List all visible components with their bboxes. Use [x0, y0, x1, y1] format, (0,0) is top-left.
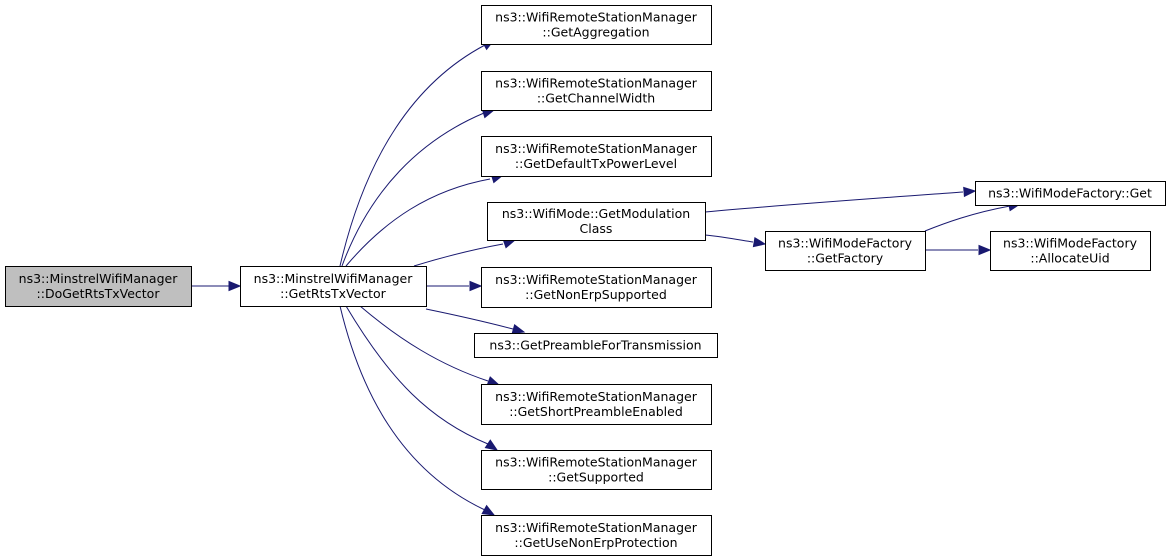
edge-getRtsTxVector-to-getAggregation: [339, 39, 496, 267]
node-box: [5, 266, 192, 307]
node-label-line: ::GetFactory: [807, 251, 884, 266]
node-box: [765, 231, 926, 271]
edge-line: [704, 234, 754, 243]
node-label-line: ns3::WifiRemoteStationManager: [495, 272, 698, 287]
node-label-line: ::GetUseNonErpProtection: [514, 535, 677, 550]
node-box: [481, 384, 712, 425]
node-box: [240, 266, 427, 307]
node-label-line: ns3::WifiModeFactory: [1003, 236, 1138, 251]
node-label-line: ::GetChannelWidth: [537, 91, 655, 106]
edge-getRtsTxVector-to-getModulationClass: [413, 238, 517, 267]
edge-line: [339, 305, 486, 511]
edge-line: [359, 305, 489, 382]
node-label-line: ::GetNonErpSupported: [525, 287, 667, 302]
node-getShortPreambleEnabled[interactable]: ns3::WifiRemoteStationManager::GetShortP…: [481, 384, 712, 425]
edge-arrowhead: [481, 504, 496, 516]
node-box: [487, 202, 706, 241]
node-box: [481, 71, 712, 111]
node-getNonErpSupported[interactable]: ns3::WifiRemoteStationManager::GetNonErp…: [481, 267, 712, 308]
node-getFactory[interactable]: ns3::WifiModeFactory::GetFactory: [765, 231, 926, 271]
node-label-line: ns3::WifiRemoteStationManager: [495, 520, 698, 535]
edge-getFactory-to-allocateUid: [925, 244, 992, 256]
node-box: [975, 181, 1166, 206]
node-getPreambleForTransmission[interactable]: ns3::GetPreambleForTransmission: [474, 333, 718, 358]
node-label-line: ::GetAggregation: [542, 25, 649, 40]
edge-arrowhead: [511, 323, 526, 334]
node-label-line: ns3::WifiRemoteStationManager: [495, 10, 698, 25]
edge-getFactory-to-factoryGet: [924, 201, 1022, 232]
node-box: [474, 333, 718, 358]
node-label-line: ns3::MinstrelWifiManager: [19, 271, 179, 286]
edge-getRtsTxVector-to-getPreambleForTransmission: [425, 308, 526, 334]
edge-line: [924, 205, 1011, 232]
node-label-line: ::GetDefaultTxPowerLevel: [515, 156, 677, 171]
node-getSupported[interactable]: ns3::WifiRemoteStationManager::GetSuppor…: [481, 450, 712, 490]
edge-getModulationClass-to-getFactory: [704, 234, 767, 248]
node-label-line: ns3::WifiRemoteStationManager: [495, 455, 698, 470]
node-box: [481, 450, 712, 490]
edge-line: [345, 305, 489, 445]
node-label-line: ::DoGetRtsTxVector: [37, 286, 161, 301]
nodes-layer: ns3::MinstrelWifiManager::DoGetRtsTxVect…: [5, 5, 1166, 556]
edge-line: [704, 191, 964, 213]
node-root: ns3::MinstrelWifiManager::DoGetRtsTxVect…: [5, 266, 192, 307]
node-label-line: ::AllocateUid: [1030, 251, 1109, 266]
edge-root-to-getRtsTxVector: [191, 280, 242, 292]
node-box: [990, 231, 1151, 271]
node-label-line: ns3::MinstrelWifiManager: [254, 271, 414, 286]
node-label-line: ::GetSupported: [548, 470, 644, 485]
edge-line: [339, 44, 486, 267]
node-box: [481, 515, 712, 556]
node-box: [481, 136, 712, 177]
node-getAggregation[interactable]: ns3::WifiRemoteStationManager::GetAggreg…: [481, 5, 712, 45]
edge-line: [345, 178, 491, 267]
edge-arrowhead: [469, 280, 483, 292]
node-factoryGet[interactable]: ns3::WifiModeFactory::Get: [975, 181, 1166, 206]
node-getRtsTxVector[interactable]: ns3::MinstrelWifiManager::GetRtsTxVector: [240, 266, 427, 307]
edge-getRtsTxVector-to-getDefaultTxPowerLevel: [345, 173, 505, 267]
node-box: [481, 5, 712, 45]
node-label-line: ns3::WifiModeFactory: [778, 236, 913, 251]
edge-getRtsTxVector-to-getNonErpSupported: [426, 280, 483, 292]
node-label-line: ns3::WifiRemoteStationManager: [495, 141, 698, 156]
edge-line: [341, 112, 485, 267]
node-label-line: ns3::WifiRemoteStationManager: [495, 389, 698, 404]
node-getChannelWidth[interactable]: ns3::WifiRemoteStationManager::GetChanne…: [481, 71, 712, 111]
edge-line: [413, 243, 504, 267]
node-box: [481, 267, 712, 308]
node-getDefaultTxPowerLevel[interactable]: ns3::WifiRemoteStationManager::GetDefaul…: [481, 136, 712, 177]
node-label-line: ::GetRtsTxVector: [280, 286, 387, 301]
edge-arrowhead: [228, 280, 242, 292]
node-label-line: ns3::WifiModeFactory::Get: [988, 186, 1152, 201]
node-label-line: ::GetShortPreambleEnabled: [509, 404, 683, 419]
edge-arrowhead: [963, 186, 977, 198]
node-label-line: ns3::WifiMode::GetModulation: [502, 206, 690, 221]
edge-getRtsTxVector-to-getUseNonErpProtection: [339, 305, 496, 516]
edge-line: [425, 308, 514, 330]
edge-getRtsTxVector-to-getSupported: [345, 305, 499, 451]
node-allocateUid[interactable]: ns3::WifiModeFactory::AllocateUid: [990, 231, 1151, 271]
node-label-line: Class: [580, 221, 613, 236]
node-getUseNonErpProtection[interactable]: ns3::WifiRemoteStationManager::GetUseNon…: [481, 515, 712, 556]
edge-getModulationClass-to-factoryGet: [704, 186, 977, 213]
node-label-line: ns3::WifiRemoteStationManager: [495, 76, 698, 91]
edge-arrowhead: [978, 244, 992, 256]
node-label-line: ns3::GetPreambleForTransmission: [489, 338, 701, 353]
edge-arrowhead: [752, 236, 767, 248]
edge-arrowhead: [484, 439, 499, 451]
